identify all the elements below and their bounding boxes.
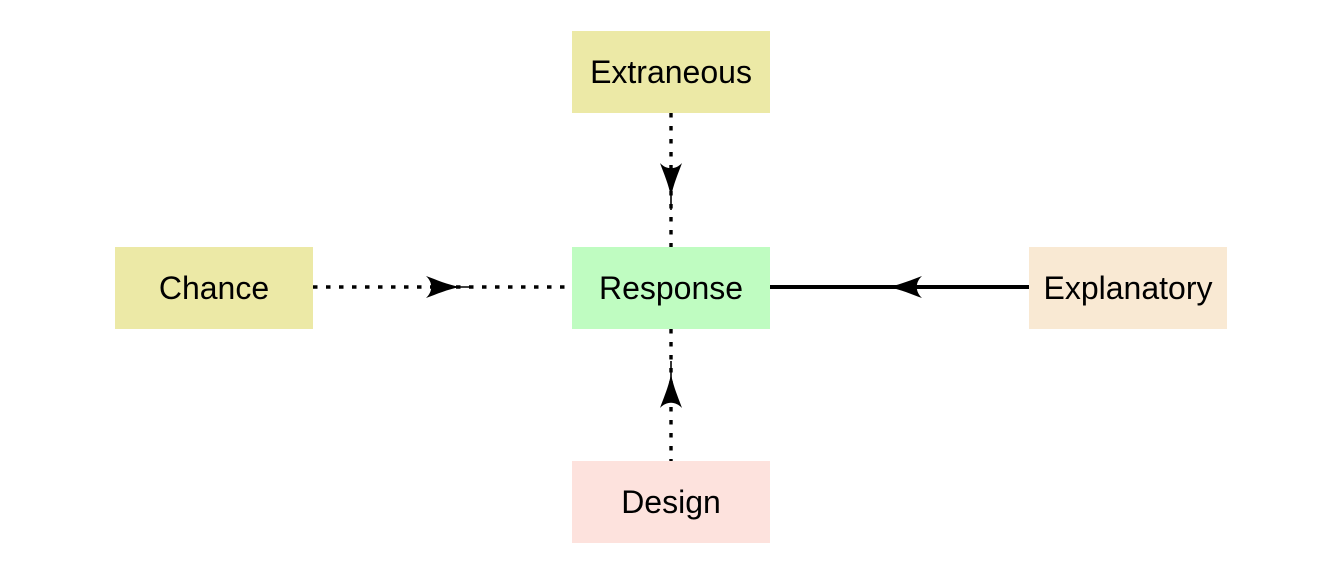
node-design-label: Design [621, 484, 721, 520]
arrowhead-explanatory-response-left-icon [874, 275, 923, 299]
arrowhead-design-response-up-icon [659, 360, 683, 409]
node-extraneous: Extraneous [572, 31, 770, 113]
node-extraneous-label: Extraneous [590, 54, 752, 90]
node-explanatory: Explanatory [1029, 247, 1227, 329]
node-design: Design [572, 461, 770, 543]
arrowhead-chance-response-right-icon [425, 275, 474, 299]
node-response-label: Response [598, 270, 744, 306]
node-chance: Chance [115, 247, 313, 329]
node-response: Response [572, 247, 770, 329]
arrowhead-extraneous-response-down-icon [659, 162, 683, 211]
node-explanatory-label: Explanatory [1043, 270, 1213, 306]
node-chance-label: Chance [158, 270, 270, 306]
